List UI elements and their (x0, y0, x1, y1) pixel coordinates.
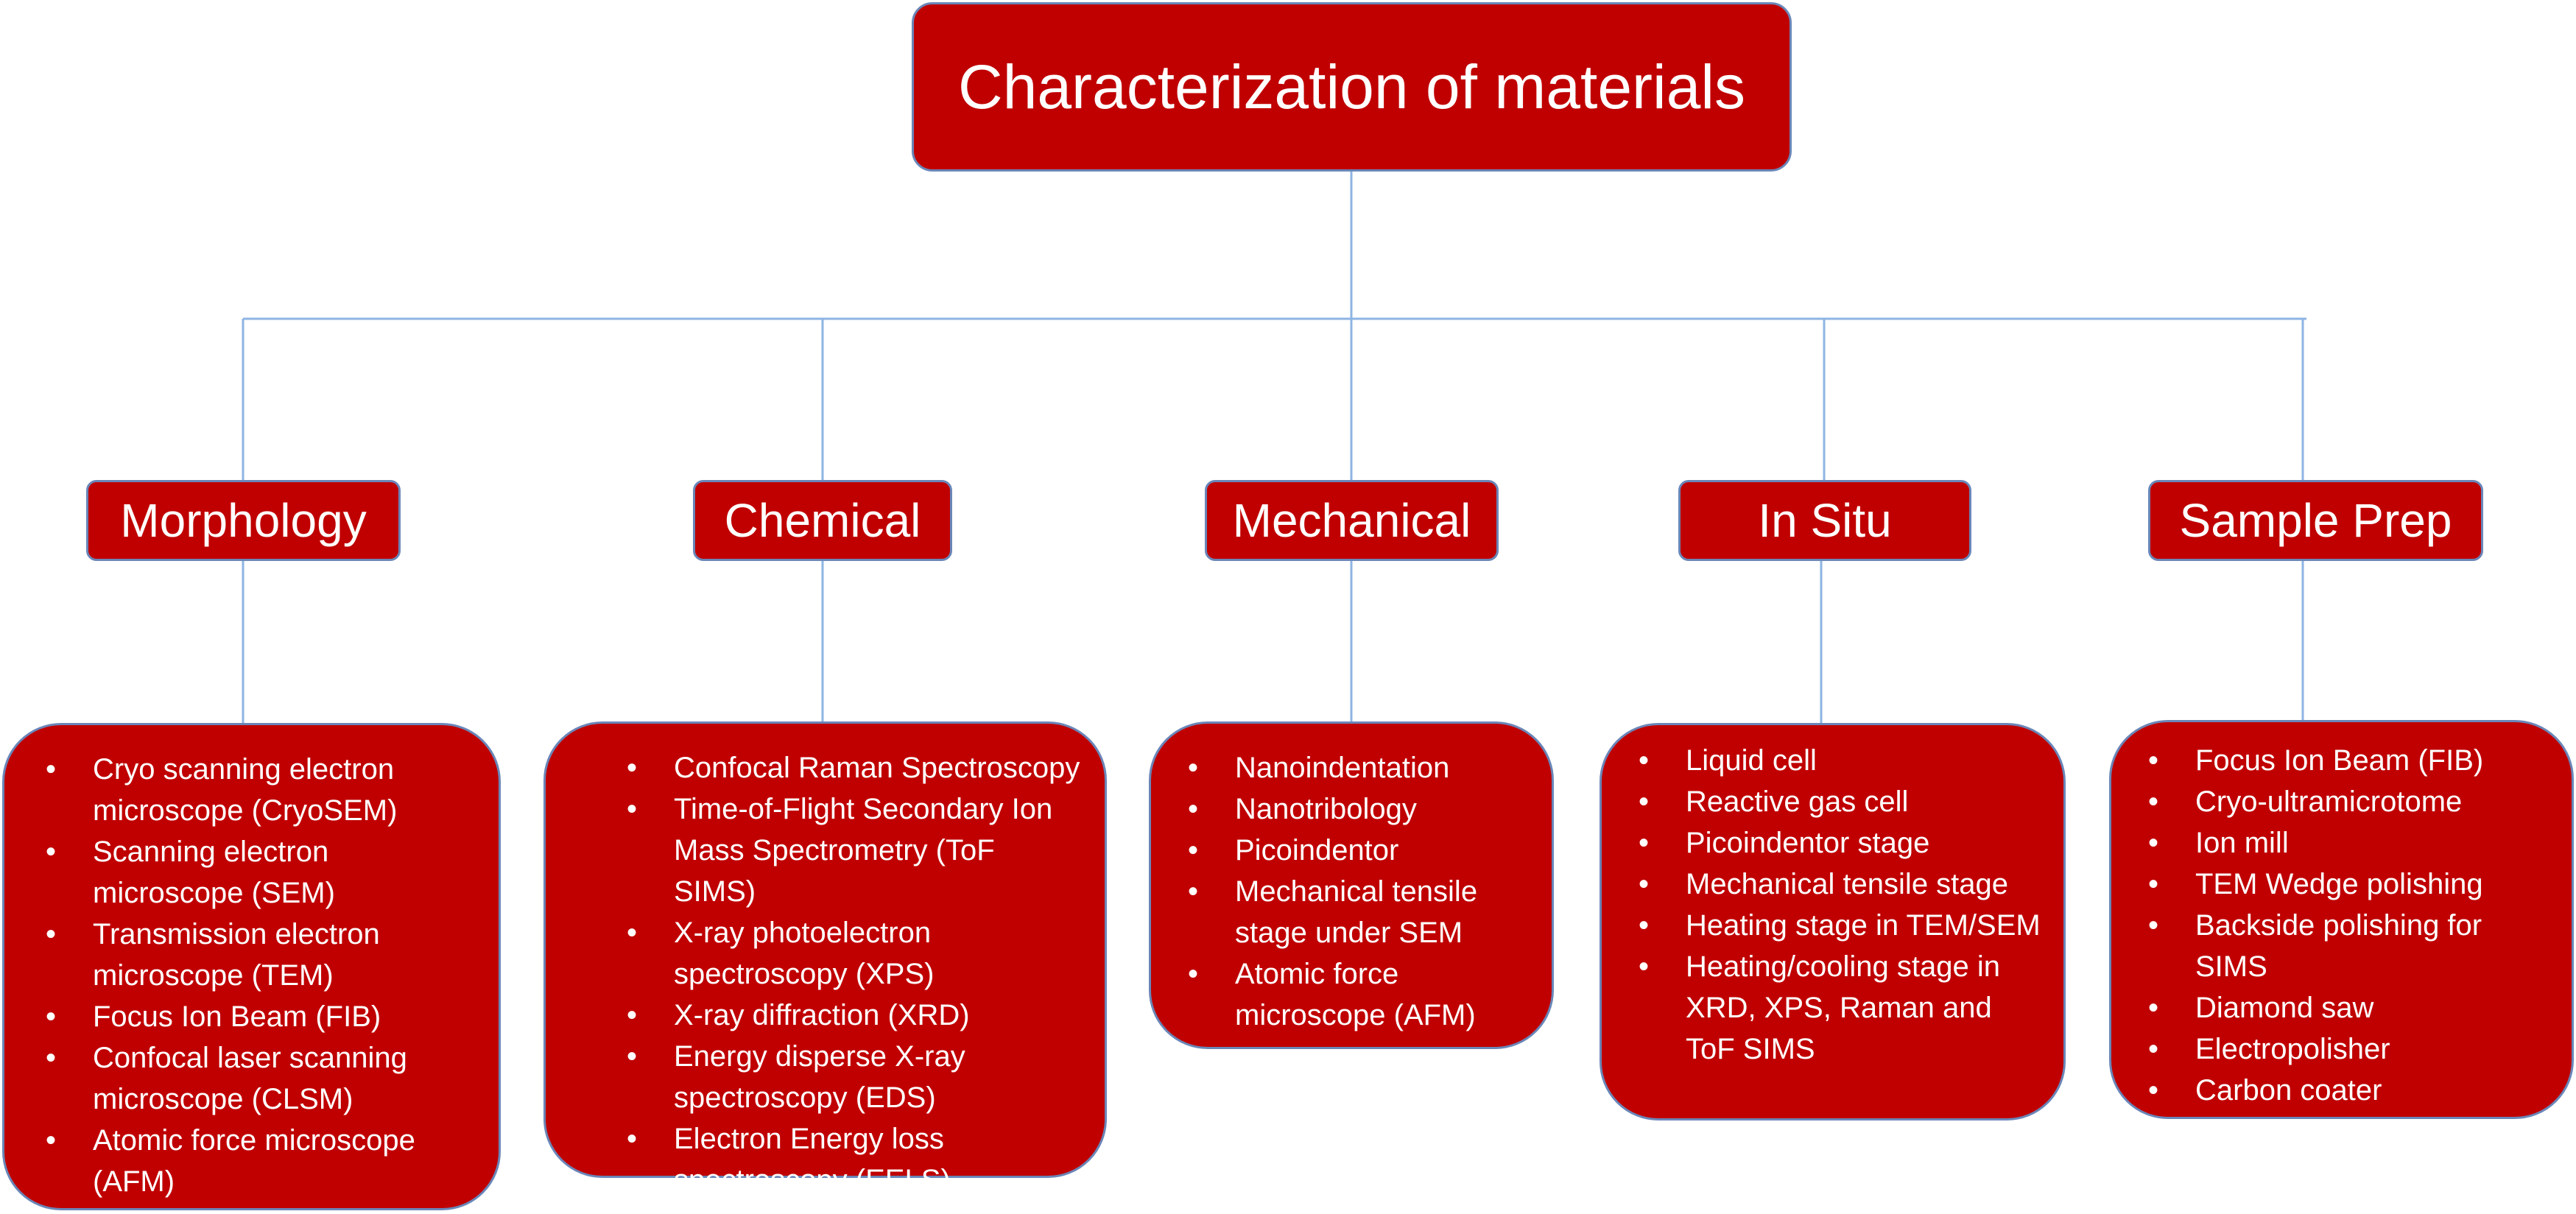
category-label-in-situ: In Situ (1758, 494, 1892, 547)
list-item: Backside polishing for SIMS (2148, 905, 2549, 987)
list-item: Ion mill (2148, 822, 2549, 864)
list-item: Carbon coater (2148, 1070, 2549, 1111)
sample-prep-list-box: Focus Ion Beam (FIB) Cryo-ultramicrotome… (2109, 720, 2574, 1119)
in-situ-list: Liquid cell Reactive gas cell Picoindent… (1639, 740, 2041, 1070)
list-item: Transmission electron microscope (TEM) (46, 914, 469, 996)
list-item: X-ray diffraction (XRD) (627, 995, 1083, 1036)
list-item: TEM Wedge polishing (2148, 864, 2549, 905)
chemical-list-box: Confocal Raman Spectroscopy Time-of-Flig… (543, 721, 1107, 1196)
list-item: Confocal Raman Spectroscopy (627, 747, 1083, 788)
list-item: Confocal laser scanning microscope (CLSM… (46, 1037, 469, 1120)
list-item: Atomic force microscope (AFM) (1188, 953, 1530, 1036)
list-item: Heating stage in TEM/SEM (1639, 905, 2041, 946)
list-item: Mechanical tensile stage under SEM (1188, 871, 1530, 953)
list-item: Picoindentor stage (1639, 822, 2041, 864)
list-item: Time-of-Flight Secondary Ion Mass Spectr… (627, 788, 1083, 912)
list-item: Atomic force microscope (AFM) (46, 1120, 469, 1202)
category-label-chemical: Chemical (724, 494, 921, 547)
sample-prep-list: Focus Ion Beam (FIB) Cryo-ultramicrotome… (2148, 740, 2549, 1111)
morphology-list: Cryo scanning electron microscope (CryoS… (46, 749, 469, 1202)
category-in-situ: In Situ (1678, 480, 1971, 561)
category-label-mechanical: Mechanical (1232, 494, 1471, 547)
list-item: Heating/cooling stage in XRD, XPS, Raman… (1639, 946, 2041, 1070)
mechanical-list-box: Nanoindentation Nanotribology Picoindent… (1149, 721, 1554, 1049)
list-item: Focus Ion Beam (FIB) (46, 996, 469, 1037)
category-label-morphology: Morphology (120, 494, 367, 547)
chemical-list: Confocal Raman Spectroscopy Time-of-Flig… (627, 747, 1083, 1201)
list-item: Mechanical tensile stage (1639, 864, 2041, 905)
list-item: Reactive gas cell (1639, 781, 2041, 822)
category-chemical: Chemical (693, 480, 952, 561)
list-item: Energy disperse X-ray spectroscopy (EDS) (627, 1036, 1083, 1118)
category-morphology: Morphology (86, 480, 401, 561)
list-item: Picoindentor (1188, 830, 1530, 871)
list-item: Nanotribology (1188, 788, 1530, 830)
list-item: Diamond saw (2148, 987, 2549, 1028)
list-item: Electron Energy loss spectroscopy (EELS) (627, 1118, 1083, 1201)
morphology-list-box: Cryo scanning electron microscope (CryoS… (2, 723, 501, 1210)
list-item: Cryo-ultramicrotome (2148, 781, 2549, 822)
list-item: Focus Ion Beam (FIB) (2148, 740, 2549, 781)
root-title: Characterization of materials (957, 52, 1746, 121)
list-item: Scanning electron microscope (SEM) (46, 831, 469, 914)
mechanical-list: Nanoindentation Nanotribology Picoindent… (1188, 747, 1530, 1036)
list-item: Nanoindentation (1188, 747, 1530, 788)
category-label-sample-prep: Sample Prep (2179, 494, 2452, 547)
list-item: Electropolisher (2148, 1028, 2549, 1070)
list-item: Liquid cell (1639, 740, 2041, 781)
root-title-box: Characterization of materials (912, 2, 1792, 172)
category-sample-prep: Sample Prep (2148, 480, 2483, 561)
in-situ-list-box: Liquid cell Reactive gas cell Picoindent… (1600, 723, 2066, 1121)
list-item: Cryo scanning electron microscope (CryoS… (46, 749, 469, 831)
list-item: X-ray photoelectron spectroscopy (XPS) (627, 912, 1083, 995)
category-mechanical: Mechanical (1205, 480, 1499, 561)
